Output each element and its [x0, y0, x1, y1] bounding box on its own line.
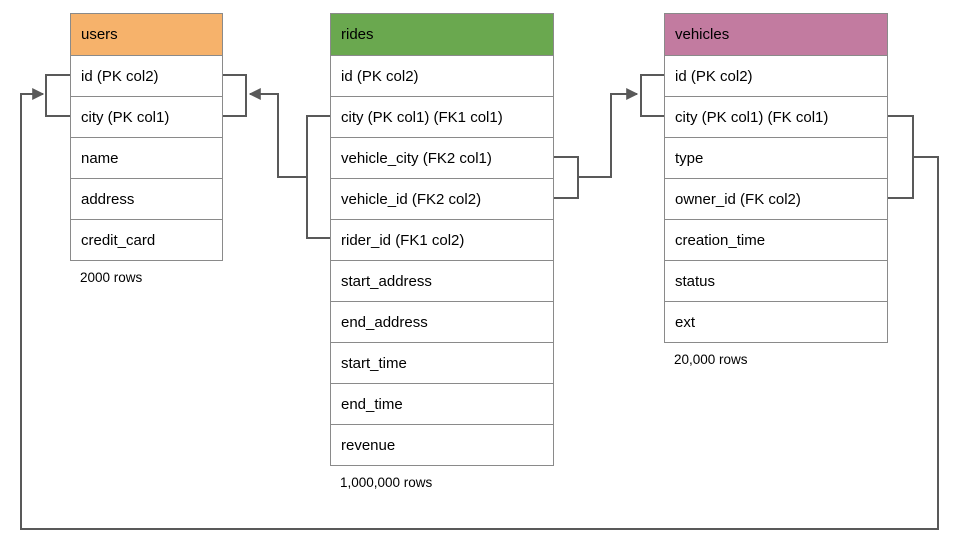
table-row: name: [71, 137, 222, 178]
table-row: end_time: [331, 383, 553, 424]
table-users: users id (PK col2) city (PK col1) name a…: [70, 13, 223, 285]
table-row: rider_id (FK1 col2): [331, 219, 553, 260]
users-pk-bracket-right: [222, 74, 247, 117]
fk-rides-to-users: [222, 74, 330, 239]
table-row: city (PK col1) (FK1 col1): [331, 96, 553, 137]
table-row: city (PK col1): [71, 96, 222, 137]
table-vehicles-box: vehicles id (PK col2) city (PK col1) (FK…: [664, 13, 888, 343]
rides-to-users-arrow: [248, 88, 307, 178]
table-row: id (PK col2): [665, 55, 887, 96]
vehicles-row-count: 20,000 rows: [674, 352, 748, 367]
table-users-box: users id (PK col2) city (PK col1) name a…: [70, 13, 223, 261]
rides-to-vehicles-arrow: [578, 88, 639, 178]
table-rides-header: rides: [331, 14, 553, 55]
table-row: status: [665, 260, 887, 301]
vehicles-fk-bracket: [888, 115, 914, 199]
table-row: creation_time: [665, 219, 887, 260]
rides-fk2-bracket: [553, 156, 579, 199]
table-row: vehicle_city (FK2 col1): [331, 137, 553, 178]
table-row: address: [71, 178, 222, 219]
table-row: id (PK col2): [331, 55, 553, 96]
table-users-header: users: [71, 14, 222, 55]
table-row: start_time: [331, 342, 553, 383]
table-row: vehicle_id (FK2 col2): [331, 178, 553, 219]
table-row: start_address: [331, 260, 553, 301]
vehicles-pk-bracket-left: [640, 74, 665, 117]
table-row: owner_id (FK col2): [665, 178, 887, 219]
table-row: revenue: [331, 424, 553, 465]
table-row: type: [665, 137, 887, 178]
table-row: id (PK col2): [71, 55, 222, 96]
table-row: ext: [665, 301, 887, 342]
users-row-count: 2000 rows: [80, 270, 143, 285]
fk-rides-to-vehicles: [553, 74, 665, 199]
table-vehicles: vehicles id (PK col2) city (PK col1) (FK…: [664, 13, 888, 367]
table-vehicles-header: vehicles: [665, 14, 887, 55]
table-row: credit_card: [71, 219, 222, 260]
rides-fk1-bracket: [306, 115, 330, 239]
table-rides-box: rides id (PK col2) city (PK col1) (FK1 c…: [330, 13, 554, 466]
table-row: end_address: [331, 301, 553, 342]
table-row: city (PK col1) (FK col1): [665, 96, 887, 137]
rides-row-count: 1,000,000 rows: [340, 475, 433, 490]
table-rides: rides id (PK col2) city (PK col1) (FK1 c…: [330, 13, 554, 490]
users-pk-bracket-left: [45, 74, 70, 117]
